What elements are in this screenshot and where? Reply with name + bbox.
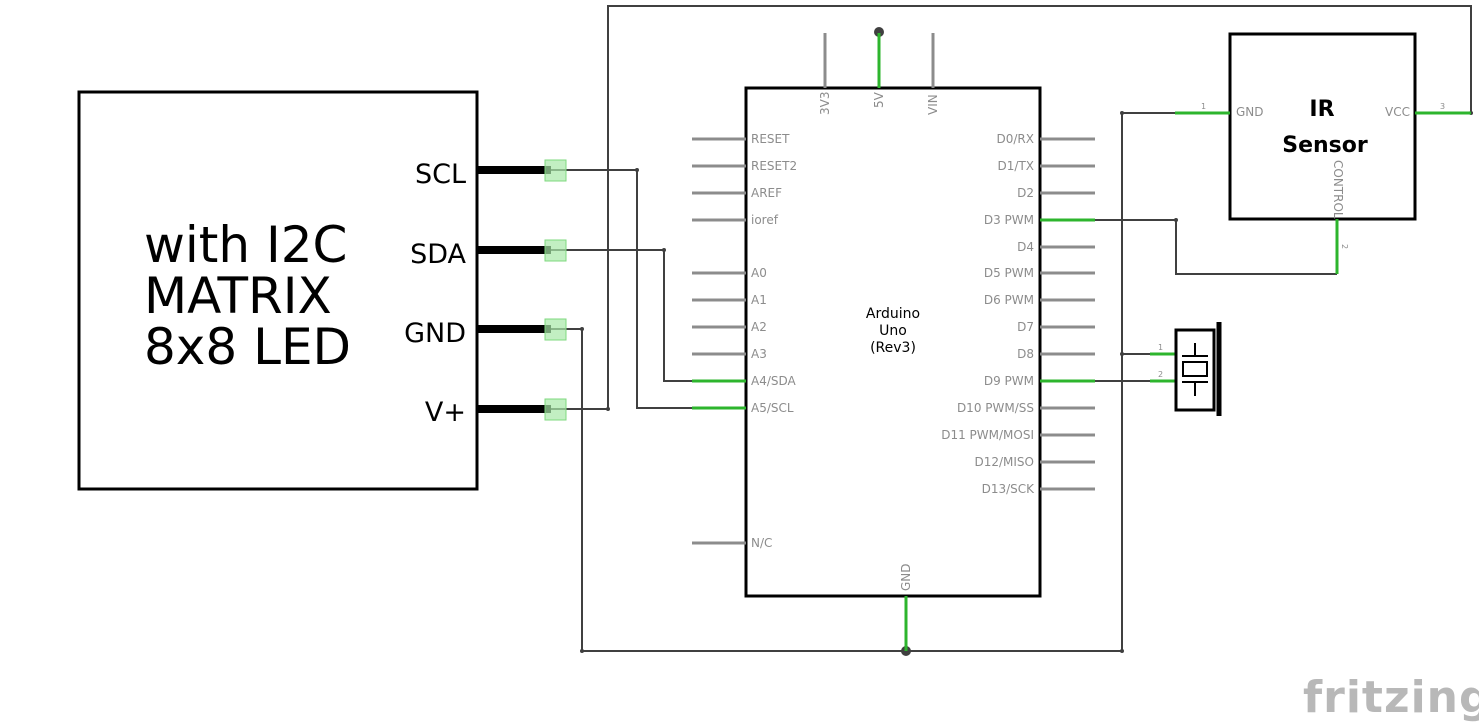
- arduino-label-d3: D3 PWM: [984, 213, 1034, 227]
- arduino-label-d5: D5 PWM: [984, 266, 1034, 280]
- arduino-body: [744, 86, 1042, 598]
- ir-label-vcc: VCC: [1385, 105, 1410, 119]
- arduino-title-line-1: Arduino: [866, 306, 920, 322]
- ir-label-gnd: GND: [1236, 105, 1264, 119]
- buzzer-pin-number-2: 2: [1158, 370, 1163, 379]
- arduino-label-a1: A1: [751, 293, 767, 307]
- arduino-label-d4: D4: [1017, 240, 1034, 254]
- arduino-label-aref: AREF: [751, 186, 782, 200]
- arduino-label-a4-sda: A4/SDA: [751, 374, 797, 388]
- arduino-label-3v3: 3V3: [818, 92, 832, 115]
- arduino-label-nc: N/C: [751, 536, 772, 550]
- led-pin-legs: [477, 166, 551, 413]
- wire-d3-control: [1095, 219, 1337, 275]
- junction-dot: [1120, 111, 1124, 115]
- arduino-label-reset: RESET: [751, 132, 790, 146]
- junction-dot: [580, 649, 584, 653]
- wire-gnd-bus: [551, 112, 1175, 652]
- arduino-label-d13: D13/SCK: [982, 482, 1036, 496]
- arduino-label-d0: D0/RX: [997, 132, 1034, 146]
- junction-dot: [874, 27, 884, 37]
- junction-dot: [1174, 218, 1178, 222]
- arduino-label-d2: D2: [1017, 186, 1034, 200]
- arduino-label-d12: D12/MISO: [974, 455, 1034, 469]
- junction-dot: [635, 168, 639, 172]
- arduino-label-d7: D7: [1017, 320, 1034, 334]
- wires: [551, 5, 1472, 652]
- junction-dot: [606, 407, 610, 411]
- arduino-label-a5-scl: A5/SCL: [751, 401, 794, 415]
- wire-5v-bus: [551, 5, 1472, 410]
- ir-sensor-body: [1228, 32, 1417, 221]
- arduino-label-5v: 5V: [872, 91, 886, 108]
- arduino-label-d8: D8: [1017, 347, 1034, 361]
- arduino-title-line-2: Uno: [879, 323, 907, 339]
- led-pin-label-scl: SCL: [415, 159, 466, 190]
- arduino-left-pins: [692, 137, 746, 545]
- wire-scl: [551, 169, 692, 409]
- led-matrix-title-line-2: MATRIX: [144, 267, 332, 325]
- junctions: [580, 27, 1473, 656]
- connector-highlight: [544, 398, 567, 421]
- arduino-label-a0: A0: [751, 266, 767, 280]
- ir-pin-number-1: 1: [1201, 102, 1206, 111]
- led-pin-connectors: [544, 159, 567, 421]
- arduino-label-reset2: RESET2: [751, 159, 797, 173]
- arduino-label-vin: VIN: [926, 94, 940, 115]
- buzzer-crystal: [1182, 361, 1208, 377]
- junction-dot: [1120, 649, 1124, 653]
- arduino-label-d9: D9 PWM: [984, 374, 1034, 388]
- ir-sensor-title-line-2: Sensor: [1282, 133, 1368, 158]
- arduino-label-d11: D11 PWM/MOSI: [941, 428, 1034, 442]
- connector-highlight: [544, 239, 567, 262]
- arduino-label-gnd: GND: [899, 563, 913, 591]
- junction-dot: [662, 248, 666, 252]
- arduino-right-labels: D0/RX D1/TX D2 D3 PWM D4 D5 PWM D6 PWM D…: [941, 132, 1035, 496]
- arduino-label-d10: D10 PWM/SS: [957, 401, 1034, 415]
- led-pin-label-gnd: GND: [404, 318, 466, 349]
- arduino-label-a3: A3: [751, 347, 767, 361]
- arduino-left-labels: RESET RESET2 AREF ioref A0 A1 A2 A3 A4/S…: [751, 132, 797, 550]
- arduino-title-line-3: (Rev3): [870, 340, 916, 356]
- connector-highlight: [544, 159, 567, 182]
- ir-pin-number-3: 3: [1440, 102, 1445, 111]
- led-pin-label-vplus: V+: [425, 397, 466, 428]
- arduino-label-d1: D1/TX: [998, 159, 1034, 173]
- led-pin-label-sda: SDA: [410, 239, 466, 270]
- led-matrix-title-line-3: 8x8 LED: [144, 318, 351, 376]
- led-matrix-body: [77, 90, 479, 491]
- arduino-right-pins: [1040, 137, 1095, 491]
- fritzing-logo: fritzing: [1303, 672, 1479, 723]
- piezo-buzzer: 1 2: [1150, 322, 1222, 416]
- arduino-uno: 3V3 5V VIN RESET RESET2 AREF ioref A0 A1…: [692, 33, 1095, 651]
- ir-pin-number-2: 2: [1340, 244, 1349, 249]
- wire-sda: [551, 249, 692, 382]
- connector-highlight: [544, 318, 567, 341]
- arduino-label-ioref: ioref: [751, 213, 779, 227]
- junction-dot: [1120, 352, 1124, 356]
- junction-dot: [580, 327, 584, 331]
- ir-sensor: IR Sensor GND VCC CONTROL 1 3 2: [1175, 32, 1471, 274]
- ir-label-control: CONTROL: [1331, 160, 1345, 219]
- arduino-label-d6: D6 PWM: [984, 293, 1034, 307]
- led-matrix-module: with I2C MATRIX 8x8 LED SCL SDA GND V+: [77, 90, 567, 491]
- led-matrix-title-line-1: with I2C: [144, 216, 347, 274]
- ir-sensor-title-line-1: IR: [1309, 97, 1334, 122]
- arduino-label-a2: A2: [751, 320, 767, 334]
- buzzer-pin-number-1: 1: [1158, 343, 1163, 352]
